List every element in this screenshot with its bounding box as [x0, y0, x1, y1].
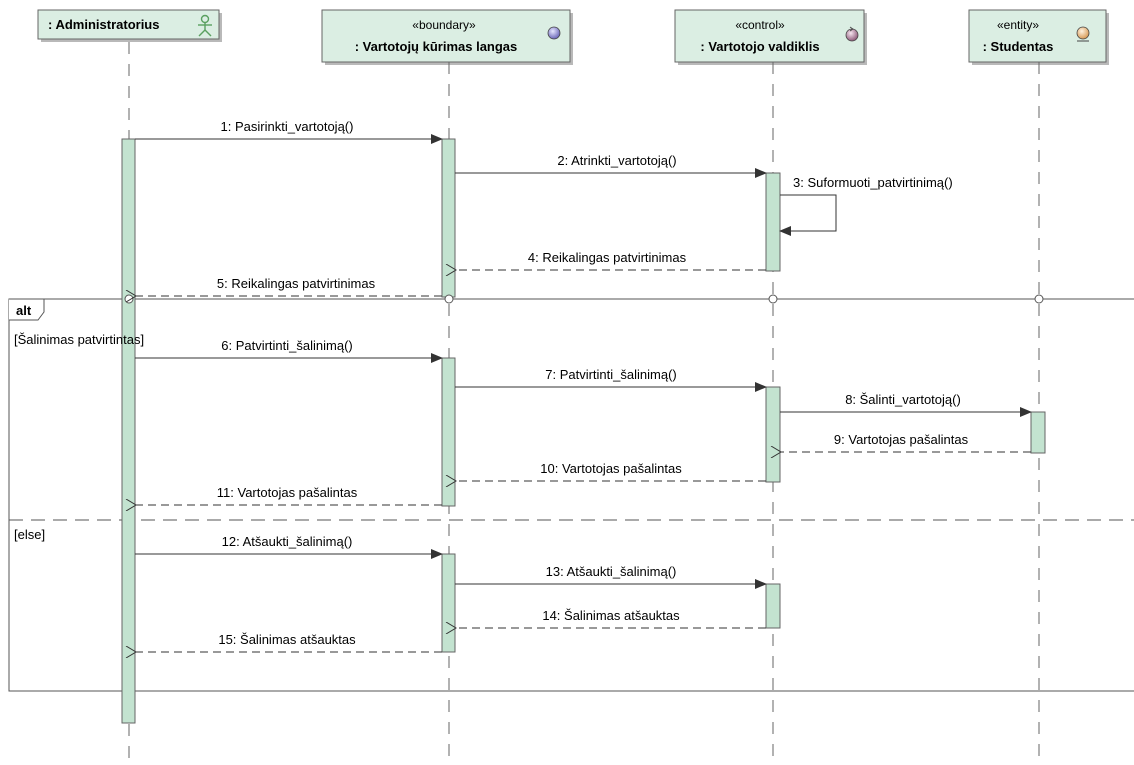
lifeline-name-boundary: : Vartotojų kūrimas langas — [355, 39, 518, 54]
fragment-junction-boundary — [444, 294, 454, 304]
message-label-6: 6: Patvirtinti_šalinimą() — [221, 338, 353, 353]
message-label-1: 1: Pasirinkti_vartotoją() — [221, 119, 354, 134]
fragment-operator-tab — [9, 298, 45, 321]
message-label-12: 12: Atšaukti_šalinimą() — [222, 534, 353, 549]
message-label-10: 10: Vartotojas pašalintas — [540, 461, 682, 476]
activation-admin — [121, 138, 136, 724]
activation-control-2 — [765, 386, 781, 483]
lifeline-name-entity: : Studentas — [983, 39, 1054, 54]
message-label-9: 9: Vartotojas pašalintas — [834, 432, 969, 447]
stereotype-control: «control» — [735, 18, 785, 32]
activation-entity-1 — [1030, 411, 1046, 454]
lifeline-header-admin[interactable]: : Administratorius — [37, 9, 222, 42]
activation-control-3 — [765, 583, 781, 629]
fragment-operator: alt — [16, 303, 32, 318]
message-label-15: 15: Šalinimas atšauktas — [218, 632, 356, 647]
lifeline-name-control: : Vartotojo valdiklis — [700, 39, 819, 54]
lifeline-header-control[interactable]: «control» : Vartotojo valdiklis — [674, 9, 867, 65]
activation-control-1 — [765, 172, 781, 272]
fragment-junction-control — [768, 294, 778, 304]
message-label-2: 2: Atrinkti_vartotoją() — [557, 153, 676, 168]
message-label-13: 13: Atšaukti_šalinimą() — [546, 564, 677, 579]
message-label-4: 4: Reikalingas patvirtinimas — [528, 250, 687, 265]
stereotype-entity: «entity» — [997, 18, 1039, 32]
message-label-11: 11: Vartotojas pašalintas — [217, 485, 358, 500]
activation-boundary-2 — [441, 357, 456, 507]
actor-icon — [198, 14, 212, 37]
lifeline-header-entity[interactable]: «entity» : Studentas — [968, 9, 1109, 65]
entity-icon — [1076, 26, 1090, 42]
alt-fragment: alt — [8, 298, 1134, 692]
lifeline-header-boundary[interactable]: «boundary» : Vartotojų kūrimas langas — [321, 9, 573, 65]
boundary-icon — [547, 26, 561, 40]
message-label-7: 7: Patvirtinti_šalinimą() — [545, 367, 677, 382]
fragment-junction-admin — [124, 294, 134, 304]
message-label-3: 3: Suformuoti_patvirtinimą() — [793, 175, 953, 190]
activation-boundary-3 — [441, 553, 456, 653]
message-label-14: 14: Šalinimas atšauktas — [542, 608, 680, 623]
activation-boundary-1 — [441, 138, 456, 298]
fragment-junction-entity — [1034, 294, 1044, 304]
message-label-8: 8: Šalinti_vartotoją() — [845, 392, 961, 407]
control-icon — [845, 26, 859, 42]
lifeline-name-admin: : Administratorius — [48, 17, 159, 32]
guard-else: [else] — [14, 527, 45, 542]
message-label-5: 5: Reikalingas patvirtinimas — [217, 276, 376, 291]
guard-confirmed: [Šalinimas patvirtintas] — [14, 332, 144, 347]
message-arrow-3 — [779, 194, 837, 236]
stereotype-boundary: «boundary» — [412, 18, 476, 32]
